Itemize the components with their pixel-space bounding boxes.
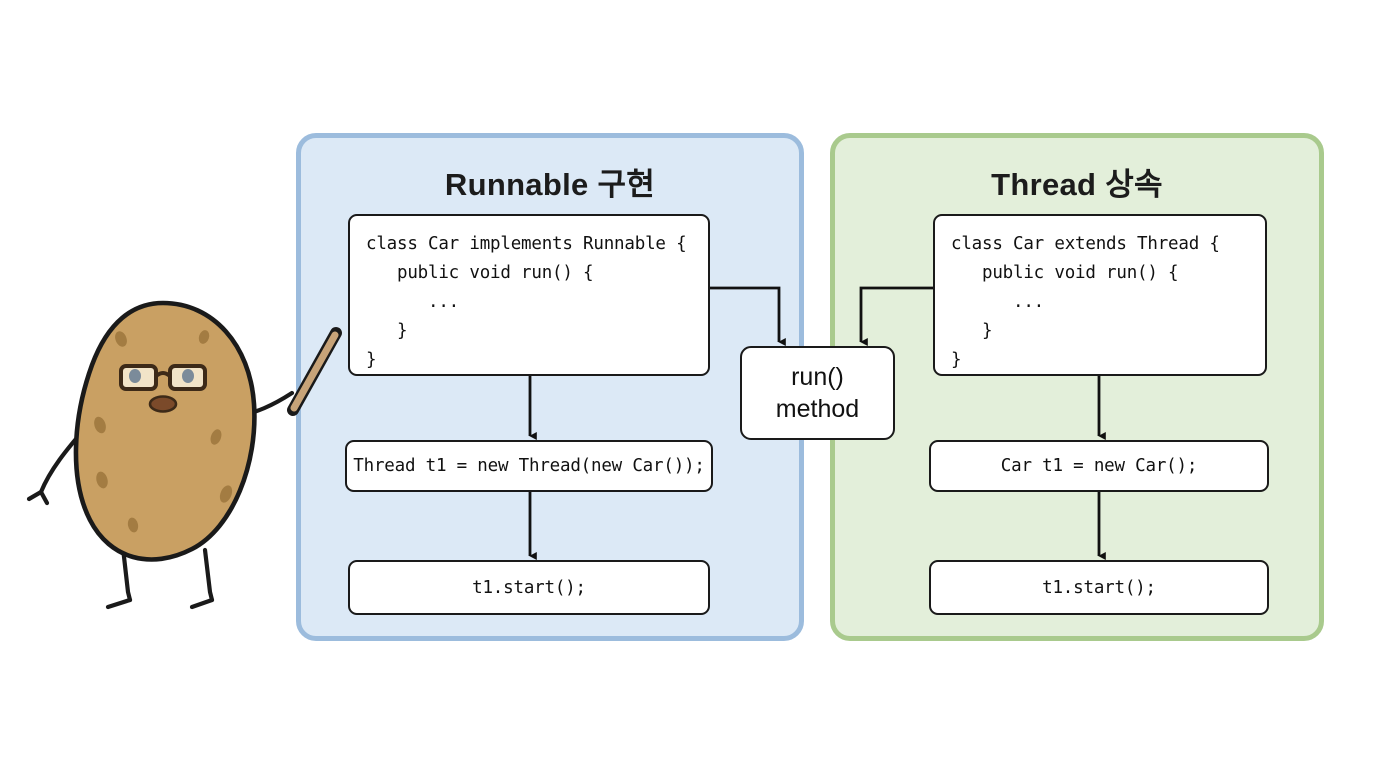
potato-left-arm xyxy=(26,422,91,506)
potato-spots xyxy=(94,330,233,533)
potato-legs xyxy=(105,545,215,610)
runnable-start-box: t1.start(); xyxy=(348,560,710,615)
runnable-make-thread-box: Thread t1 = new Thread(new Car()); xyxy=(345,440,713,492)
potato-body xyxy=(73,300,257,562)
potato-mouth xyxy=(148,395,178,413)
panel-thread-title: Thread 상속 xyxy=(991,167,1163,202)
glasses-icon xyxy=(119,364,207,391)
panel-runnable-title: Runnable 구현 xyxy=(444,167,656,202)
run-method-box: run() method xyxy=(740,346,895,440)
runnable-code-box: class Car implements Runnable { public v… xyxy=(348,214,710,376)
run-method-line1: run() xyxy=(791,363,844,391)
pupil-left xyxy=(129,369,141,383)
potato-right-arm xyxy=(226,390,295,421)
run-method-line2: method xyxy=(775,395,860,423)
thread-make-object-box: Car t1 = new Car(); xyxy=(929,440,1269,492)
thread-code-box: class Car extends Thread { public void r… xyxy=(933,214,1267,376)
thread-start-box: t1.start(); xyxy=(929,560,1269,615)
pupil-right xyxy=(182,369,194,383)
